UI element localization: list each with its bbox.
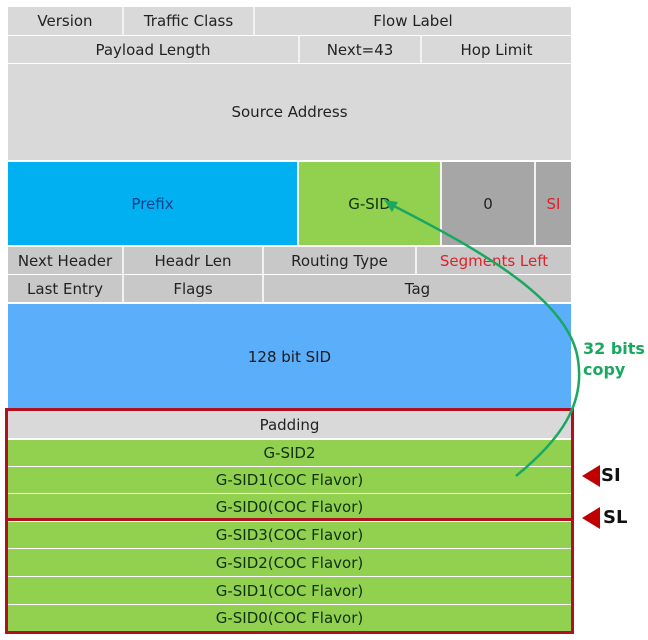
field-container2-gsid1: G-SID1(COC Flavor) <box>8 577 571 604</box>
container1-row: G-SID2 <box>8 440 571 466</box>
field-container2-gsid2: G-SID2(COC Flavor) <box>8 549 571 576</box>
container2-row: G-SID0(COC Flavor) <box>8 605 571 631</box>
field-container1-gsid2: G-SID2 <box>8 440 571 466</box>
field-flow-label: Flow Label <box>255 7 571 35</box>
container1-row: G-SID1(COC Flavor) <box>8 467 571 493</box>
field-si: SI <box>536 162 571 245</box>
field-payload-length: Payload Length <box>8 36 300 63</box>
field-container1-gsid1: G-SID1(COC Flavor) <box>8 467 571 493</box>
container2-row: G-SID2(COC Flavor) <box>8 549 571 576</box>
container1-row: G-SID0(COC Flavor) <box>8 494 571 520</box>
field-container2-gsid0: G-SID0(COC Flavor) <box>8 605 571 631</box>
field-header-length: Headr Len <box>124 247 264 274</box>
ipv6-row-1: Version Traffic Class Flow Label <box>8 7 571 35</box>
field-container2-gsid3: G-SID3(COC Flavor) <box>8 522 571 548</box>
srh-sid128-row: 128 bit SID <box>8 304 571 409</box>
field-zero: 0 <box>442 162 536 245</box>
field-128bit-sid: 128 bit SID <box>8 304 571 409</box>
field-padding: Padding <box>8 411 571 438</box>
container1-padding-row: Padding <box>8 411 571 438</box>
field-segments-left: Segments Left <box>417 247 571 274</box>
field-routing-type: Routing Type <box>264 247 417 274</box>
sl-pointer-label: SL <box>603 507 628 528</box>
srh-row-1: Next Header Headr Len Routing Type Segme… <box>8 247 571 274</box>
arrow-head-icon <box>384 200 398 212</box>
field-srh-next-header: Next Header <box>8 247 124 274</box>
container2-row: G-SID3(COC Flavor) <box>8 522 571 548</box>
field-next-header: Next=43 <box>300 36 422 63</box>
copy-label-line2: copy <box>583 360 626 379</box>
field-source-address: Source Address <box>8 64 571 160</box>
field-flags: Flags <box>124 275 264 302</box>
ipv6-destination-row: Prefix G-SID 0 SI <box>8 162 571 245</box>
field-container1-gsid0: G-SID0(COC Flavor) <box>8 494 571 520</box>
copy-annotation: 32 bits copy <box>583 338 645 380</box>
ipv6-row-2: Payload Length Next=43 Hop Limit <box>8 36 571 63</box>
field-hop-limit: Hop Limit <box>422 36 571 63</box>
si-pointer-triangle-icon <box>582 465 600 487</box>
container2-row: G-SID1(COC Flavor) <box>8 577 571 604</box>
field-prefix: Prefix <box>8 162 299 245</box>
ipv6-source-row: Source Address <box>8 64 571 160</box>
copy-arrow-line <box>389 202 581 477</box>
si-pointer-label: SI <box>601 465 621 486</box>
field-last-entry: Last Entry <box>8 275 124 302</box>
field-gsid: G-SID <box>299 162 442 245</box>
copy-label-line1: 32 bits <box>583 339 645 358</box>
field-version: Version <box>8 7 124 35</box>
sl-pointer-triangle-icon <box>582 507 600 529</box>
field-traffic-class: Traffic Class <box>124 7 255 35</box>
